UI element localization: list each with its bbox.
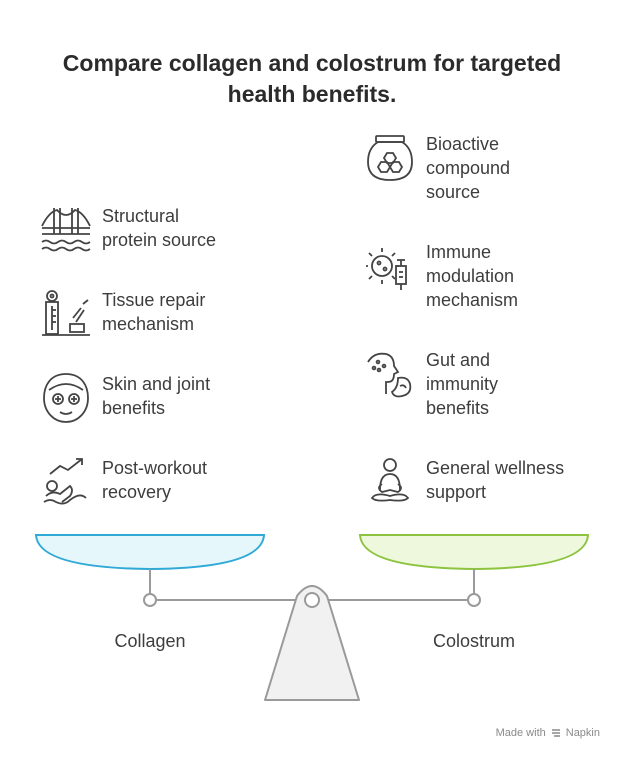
- left-item-4-label: Post-workout recovery: [102, 458, 208, 502]
- right-item-1-label: Bioactive compound source: [426, 134, 511, 202]
- right-item-4: General wellness support: [364, 456, 564, 508]
- page-title: Compare collagen and colostrum for targe…: [0, 48, 624, 110]
- head-gut-icon: [367, 352, 412, 398]
- made-with-credit[interactable]: Made with Napkin: [496, 727, 600, 739]
- credit-text: Made with: [495, 727, 546, 739]
- meditation-icon: [370, 458, 410, 502]
- virus-vaccine-icon: [366, 248, 407, 290]
- right-item-2: Immune modulation mechanism: [364, 240, 518, 312]
- right-item-3-label: Gut and immunity benefits: [426, 350, 499, 418]
- microscope-icon: [42, 290, 90, 336]
- honey-jar-icon: [367, 135, 413, 181]
- collagen-label: Collagen: [114, 631, 186, 651]
- left-item-2-label: Tissue repair mechanism: [102, 290, 206, 334]
- scale-pivot: [304, 592, 320, 608]
- exercise-trend-icon: [43, 458, 87, 505]
- scale-base: [264, 585, 360, 701]
- napkin-logo-icon: [551, 729, 560, 737]
- credit-brand: Napkin: [565, 727, 600, 739]
- bridge-icon: [41, 208, 91, 252]
- colostrum-label: Colostrum: [432, 631, 516, 651]
- face-mask-icon: [43, 373, 89, 423]
- left-pan: [34, 534, 266, 571]
- left-item-2: Tissue repair mechanism: [40, 288, 205, 340]
- left-item-3-label: Skin and joint benefits: [102, 374, 211, 418]
- right-item-4-label: General wellness support: [426, 458, 565, 502]
- title-line-1: Compare collagen and colostrum for targe…: [62, 50, 562, 76]
- right-item-1: Bioactive compound source: [364, 132, 510, 204]
- left-item-1-label: Structural protein source: [102, 206, 217, 250]
- title-line-2: health benefits.: [227, 81, 397, 107]
- left-item-4: Post-workout recovery: [40, 456, 207, 508]
- left-item-3: Skin and joint benefits: [40, 372, 210, 424]
- right-item-2-label: Immune modulation mechanism: [426, 242, 519, 310]
- right-item-3: Gut and immunity benefits: [364, 348, 498, 420]
- left-item-1: Structural protein source: [40, 204, 216, 256]
- right-pan: [358, 534, 590, 571]
